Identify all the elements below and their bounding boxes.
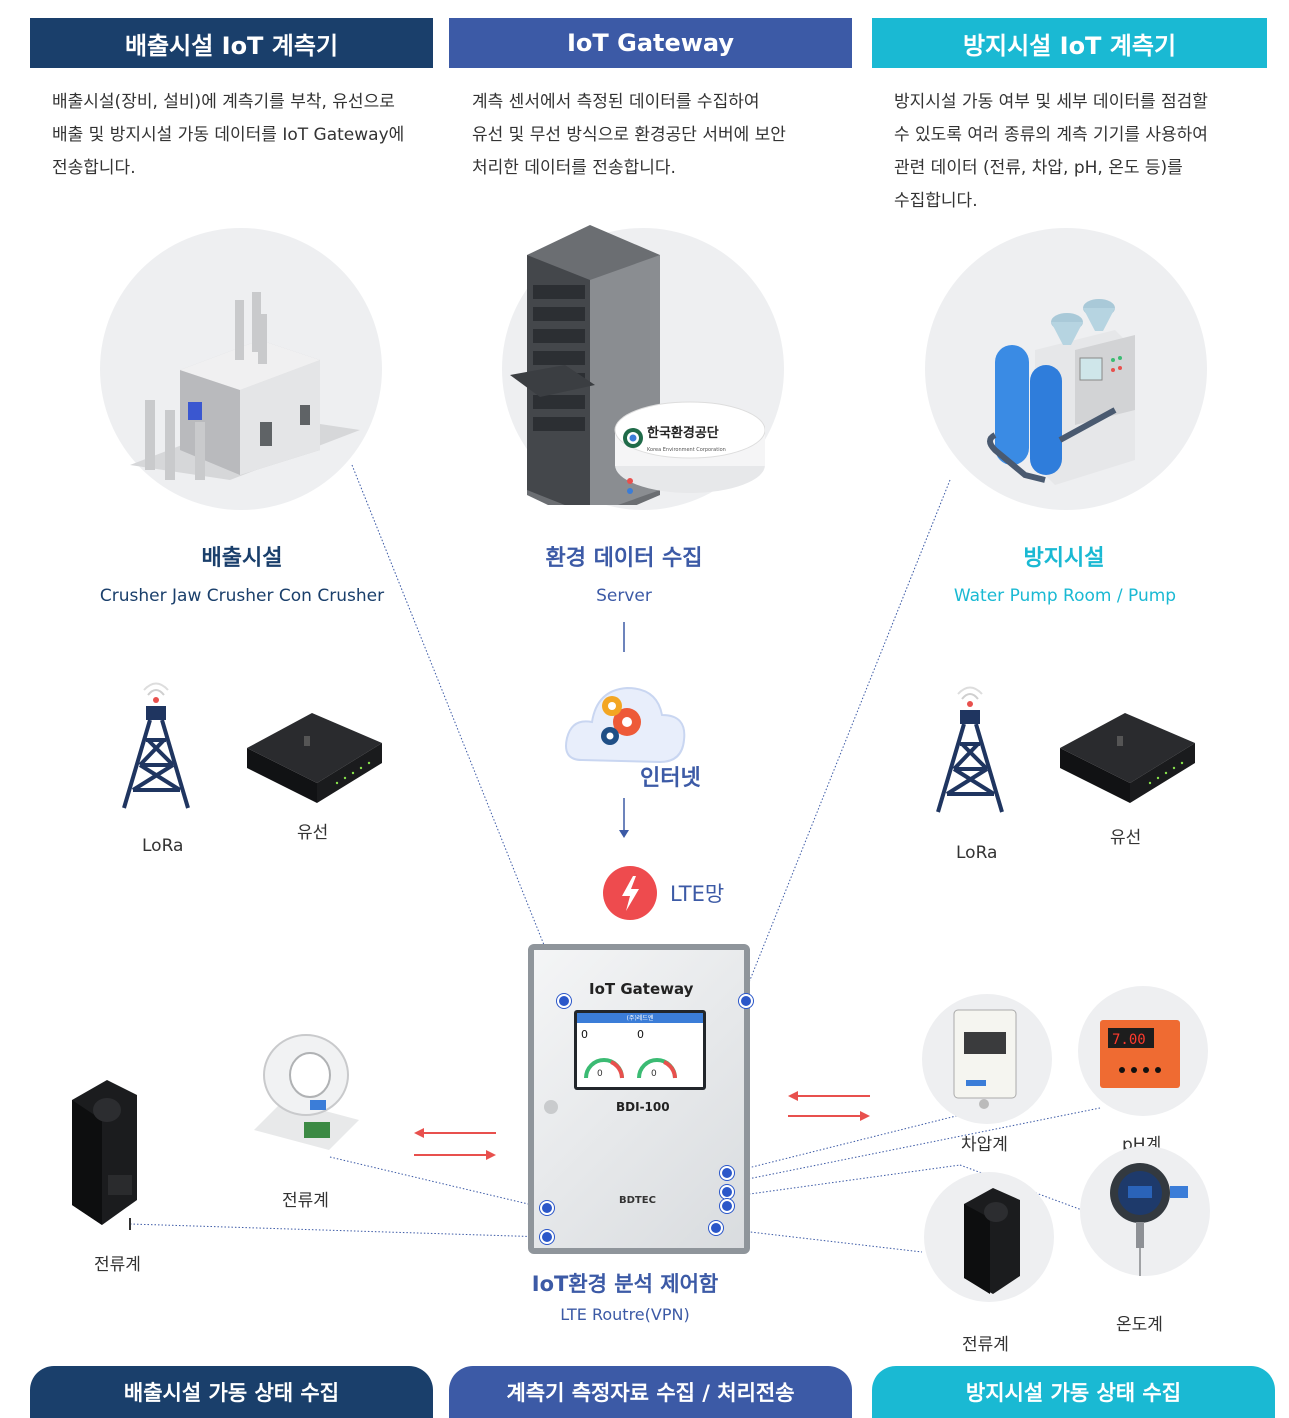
- bidirectional-arrows-right: [788, 1091, 870, 1121]
- desc-mid: 계측 센서에서 측정된 데이터를 수집하여 유선 및 무선 방식으로 환경공단 …: [472, 86, 786, 185]
- ph-display: 7.00: [1112, 1032, 1146, 1048]
- screen-title: (주)레드엔: [577, 1013, 703, 1023]
- gateway-screen: (주)레드엔 0 0 0 0: [574, 1010, 706, 1090]
- header-emission-iot: 배출시설 IoT 계측기: [30, 18, 433, 68]
- gateway-port-dot: [557, 994, 571, 1008]
- header-iot-gateway: IoT Gateway: [449, 18, 852, 68]
- kec-logo-english: Korea Environment Corporation: [647, 447, 726, 453]
- cloud-gears-icon: [565, 686, 686, 764]
- lora-tower-icon: [122, 682, 190, 809]
- desc-mid-line: 처리한 데이터를 전송합니다.: [472, 158, 676, 178]
- split-core-ct-icon: [254, 1034, 359, 1150]
- screen-value: 0: [597, 1069, 603, 1079]
- lora-tower-icon: [936, 686, 1004, 813]
- screen-value: 0: [637, 1028, 644, 1041]
- prevention-subtitle: Water Pump Room / Pump: [953, 586, 1177, 606]
- wired-router-icon: [247, 713, 382, 803]
- data-collection-title: 환경 데이터 수집: [545, 546, 703, 571]
- footer-prevention-status: 방지시설 가동 상태 수집: [872, 1366, 1275, 1418]
- gateway-port-dot: [709, 1221, 723, 1235]
- screen-value: 0: [651, 1069, 657, 1079]
- desc-left-line: 배출 및 방지시설 가동 데이터를 IoT Gateway에: [52, 125, 405, 145]
- gateway-port-dot: [720, 1185, 734, 1199]
- water-pump-icon: [987, 299, 1135, 485]
- server-subtitle: Server: [596, 586, 652, 606]
- wired-router-icon: [1060, 713, 1195, 803]
- gateway-subtitle: LTE Routre(VPN): [560, 1305, 690, 1324]
- header-prevention-iot: 방지시설 IoT 계측기: [872, 18, 1267, 68]
- internet-label: 인터넷: [640, 766, 701, 791]
- desc-left: 배출시설(장비, 설비)에 계측기를 부착, 유선으로 배출 및 방지시설 가동…: [52, 86, 404, 185]
- gateway-enclosure: IoT Gateway (주)레드엔 0 0 0 0 BDI-100 BDTEC: [528, 944, 750, 1254]
- kec-logo-text: 한국환경공단: [647, 425, 719, 441]
- gateway-model: BDI-100: [616, 1100, 670, 1114]
- differential-pressure-icon: [953, 1009, 1017, 1109]
- desc-left-line: 배출시설(장비, 설비)에 계측기를 부착, 유선으로: [52, 92, 395, 112]
- footer-measurement-transfer: 계측기 측정자료 수집 / 처리전송: [449, 1366, 852, 1418]
- left-lora-label: LoRa: [142, 836, 184, 856]
- current-clamp-icon: [964, 1188, 1020, 1294]
- factory-icon: [130, 292, 360, 480]
- screen-gauges: [584, 1058, 677, 1079]
- gateway-port-dot: [720, 1166, 734, 1180]
- left-wired-label: 유선: [297, 823, 329, 843]
- gateway-port-dot: [739, 994, 753, 1008]
- gateway-port-dot: [540, 1201, 554, 1215]
- temp-label: 온도계: [1116, 1315, 1163, 1335]
- desc-right-line: 수 있도록 여러 종류의 계측 기기를 사용하여: [894, 125, 1208, 145]
- thermometer-icon: [1110, 1163, 1188, 1276]
- current-label: 전류계: [962, 1335, 1009, 1355]
- desc-mid-line: 유선 및 무선 방식으로 환경공단 서버에 보안: [472, 125, 786, 145]
- server-rack-icon: 한국환경공단 Korea Environment Corporation: [510, 225, 765, 505]
- desc-left-line: 전송합니다.: [52, 158, 136, 178]
- right-lora-label: LoRa: [956, 843, 998, 863]
- desc-right-line: 수집합니다.: [894, 191, 978, 211]
- ph-meter-icon: 7.00: [1100, 1020, 1180, 1088]
- footer-emission-status: 배출시설 가동 상태 수집: [30, 1366, 433, 1418]
- desc-right: 방지시설 가동 여부 및 세부 데이터를 점검할 수 있도록 여러 종류의 계측…: [894, 86, 1208, 218]
- desc-mid-line: 계측 센서에서 측정된 데이터를 수집하여: [472, 92, 760, 112]
- emission-subtitle: Crusher Jaw Crusher Con Crusher: [99, 586, 385, 606]
- gateway-brand: BDTEC: [619, 1195, 656, 1206]
- prevention-title: 방지시설: [1023, 546, 1105, 571]
- lte-icon: [603, 866, 657, 920]
- desc-right-line: 관련 데이터 (전류, 차압, pH, 온도 등)를: [894, 158, 1183, 178]
- bidirectional-arrows-left: [414, 1128, 496, 1160]
- gateway-port-dot: [720, 1199, 734, 1213]
- gateway-port-dot: [540, 1230, 554, 1244]
- screen-value: 0: [581, 1028, 588, 1041]
- gateway-lock-icon: [544, 1100, 558, 1114]
- gateway-title: IoT환경 분석 제어함: [531, 1272, 719, 1296]
- left-ct2-label: 전류계: [94, 1255, 141, 1275]
- desc-right-line: 방지시설 가동 여부 및 세부 데이터를 점검할: [894, 92, 1208, 112]
- current-clamp-icon: [72, 1080, 137, 1230]
- left-ct1-label: 전류계: [282, 1191, 329, 1211]
- right-wired-label: 유선: [1110, 828, 1142, 848]
- pressure-label: 차압계: [961, 1135, 1008, 1155]
- lte-label: LTE망: [670, 882, 725, 906]
- emission-title: 배출시설: [201, 546, 283, 571]
- gateway-box-label: IoT Gateway: [589, 980, 694, 998]
